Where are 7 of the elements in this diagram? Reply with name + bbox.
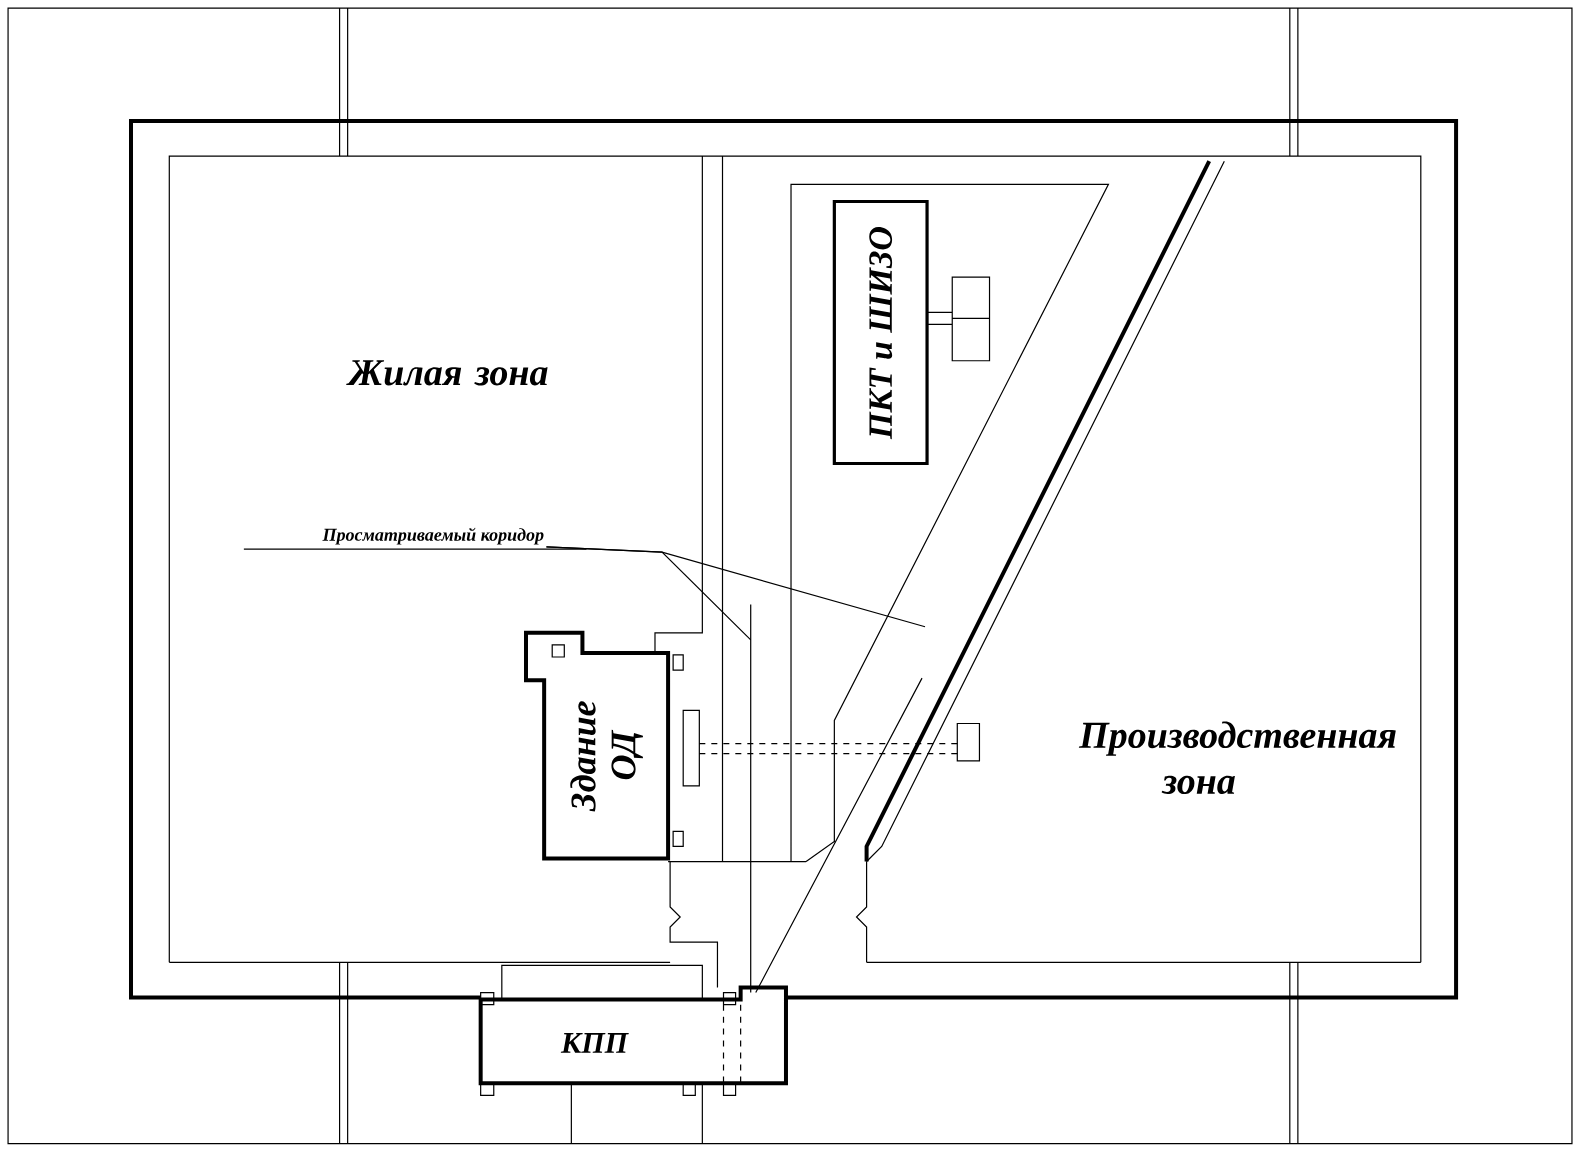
building-box: Здание ОД <box>524 630 671 861</box>
checkpoint-box: КПП <box>478 985 788 1086</box>
callout-text: Просматриваемый коридор <box>243 527 588 550</box>
zone-label: Производственная зона <box>1078 721 1396 795</box>
zone-label: Жилая зона <box>346 360 548 386</box>
leader-line <box>545 546 926 628</box>
building-box: ПКТ и ШИЗО <box>832 200 929 466</box>
